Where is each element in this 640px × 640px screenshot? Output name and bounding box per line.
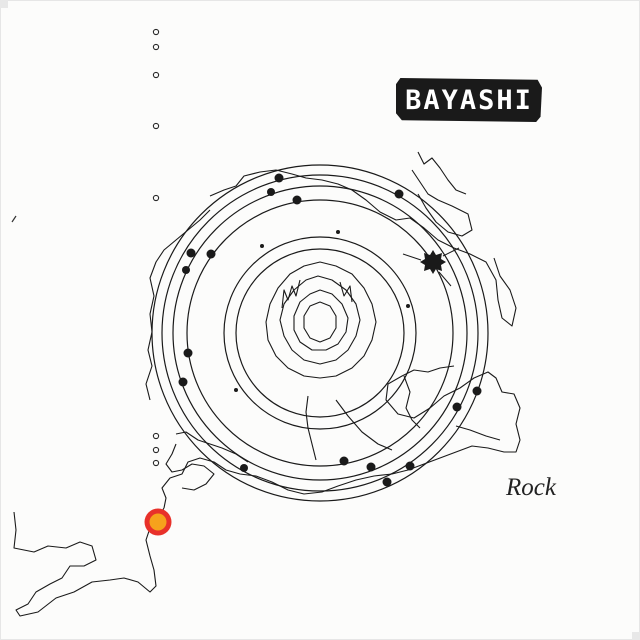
orbit-ring — [172, 185, 468, 481]
orbit-dot — [366, 462, 376, 472]
trail-dot — [152, 459, 160, 467]
orbit-ring — [186, 199, 454, 467]
trail-dot — [152, 432, 160, 440]
contour-ring — [293, 289, 349, 351]
orbit-ring — [151, 164, 489, 502]
orbit-dot — [183, 348, 193, 358]
trail-dot — [152, 194, 160, 202]
orbit-dot — [267, 188, 275, 196]
dot-trail — [152, 28, 160, 467]
location-marker-icon — [144, 508, 172, 536]
orbit-dot — [182, 266, 190, 274]
trail-dot — [152, 446, 160, 454]
orbit-dot — [234, 388, 238, 392]
trail-dot — [152, 43, 160, 51]
brand-logo: BAYASHI — [396, 78, 542, 122]
corner-fold — [0, 0, 8, 8]
orbit-dot — [336, 230, 340, 234]
orbit-rings — [151, 164, 489, 502]
orbit-ring — [235, 248, 405, 418]
trail-dot — [152, 122, 160, 130]
orbit-dot — [405, 461, 415, 471]
orbit-dot — [339, 456, 349, 466]
trail-dot — [152, 71, 160, 79]
contour-ring — [265, 261, 377, 379]
orbit-dot — [240, 464, 248, 472]
orbit-dot — [292, 195, 302, 205]
gear-icon — [402, 247, 460, 287]
genre-label: Rock — [506, 474, 556, 501]
orbit-ring — [223, 236, 417, 430]
stray-mark — [11, 215, 17, 223]
orbit-dot — [274, 173, 284, 183]
orbit-dot — [406, 304, 410, 308]
orbit-dots — [178, 173, 482, 487]
orbit-ring — [161, 174, 479, 492]
corner-fold — [632, 632, 640, 640]
coastline — [13, 151, 521, 617]
orbit-dot — [394, 189, 404, 199]
orbit-dot — [382, 477, 392, 487]
contour-ring — [303, 301, 337, 343]
brand-logo-text: BAYASHI — [405, 84, 533, 116]
trail-dot — [152, 28, 160, 36]
orbit-dot — [452, 402, 462, 412]
orbit-dot — [186, 248, 196, 258]
orbit-dot — [206, 249, 216, 259]
orbit-dot — [472, 386, 482, 396]
contour-ring — [281, 279, 353, 309]
orbit-dot — [178, 377, 188, 387]
contour-rings — [265, 261, 377, 379]
orbit-dot — [260, 244, 264, 248]
